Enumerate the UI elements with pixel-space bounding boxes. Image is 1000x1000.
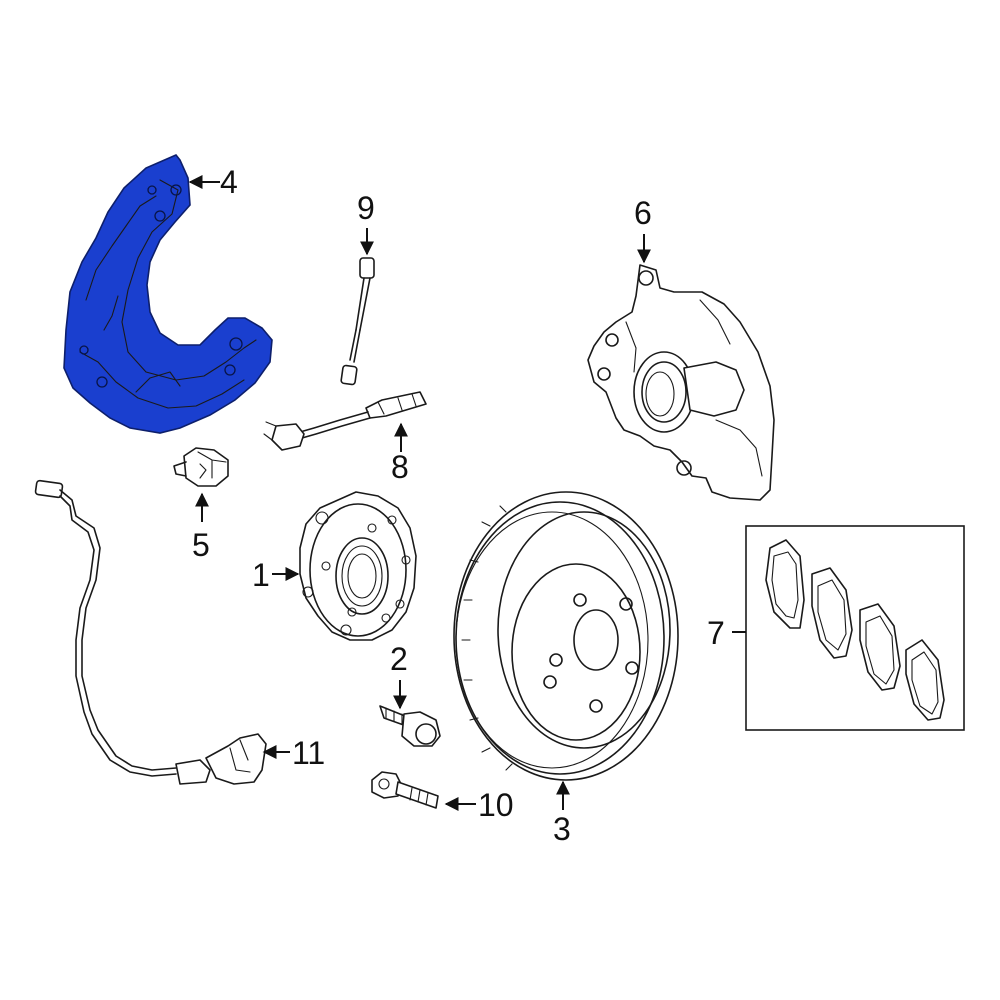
wear-sensor-long-part[interactable] (263, 391, 427, 451)
caliper-part[interactable] (587, 264, 775, 501)
callout-4: 4 (220, 164, 238, 200)
callout-arrows (188, 175, 746, 811)
wear-sensor-part[interactable] (340, 257, 375, 386)
callout-1: 1 (252, 557, 270, 593)
callout-2: 2 (390, 641, 408, 677)
shield-bolt-part[interactable] (173, 447, 229, 487)
hub-bolt-part[interactable] (379, 705, 441, 747)
callout-5: 5 (192, 527, 210, 563)
callout-3: 3 (553, 811, 571, 847)
callout-10: 10 (478, 787, 514, 823)
callout-numbers: 4 9 6 8 5 1 7 2 11 10 3 (192, 164, 725, 847)
rotor-part[interactable] (453, 491, 679, 781)
wheel-hub-part[interactable] (299, 491, 417, 641)
brake-pads-part[interactable] (745, 525, 965, 731)
callout-8: 8 (391, 449, 409, 485)
dust-shield-part[interactable] (63, 154, 273, 434)
callout-7: 7 (707, 615, 725, 651)
speed-sensor-harness-part[interactable] (34, 479, 267, 785)
caliper-bolt-part[interactable] (371, 771, 439, 809)
callout-11: 11 (292, 735, 325, 771)
callout-9: 9 (357, 190, 375, 226)
callout-6: 6 (634, 195, 652, 231)
